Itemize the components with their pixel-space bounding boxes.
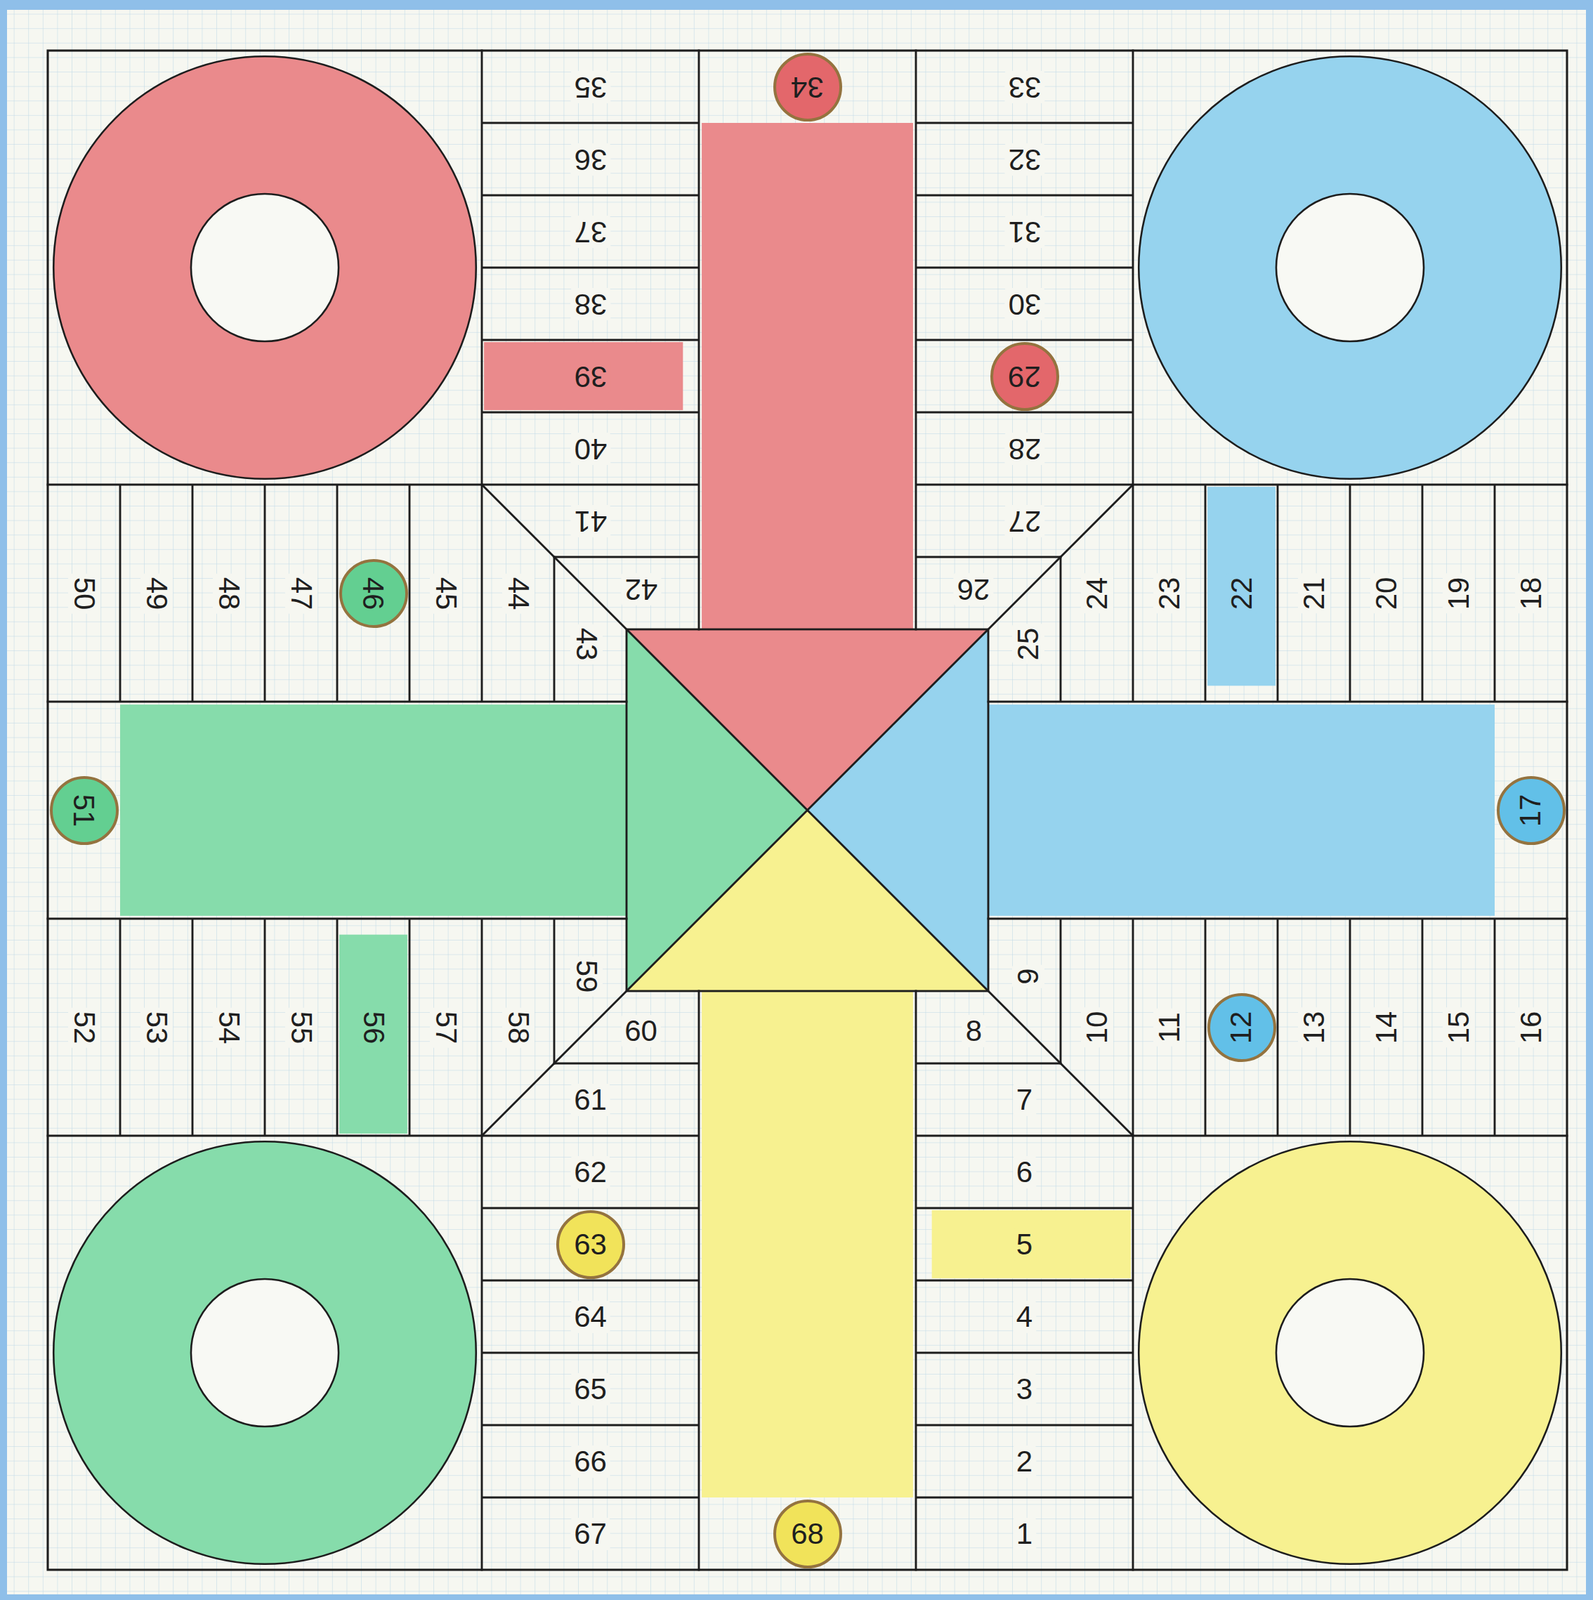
track-number: 43 [570, 623, 603, 664]
track-number: 22 [1225, 573, 1258, 614]
diagonals [481, 484, 1133, 1136]
track-number: 26 [953, 573, 994, 606]
track-number: 16 [1515, 1007, 1548, 1048]
track-number: 28 [1004, 432, 1045, 465]
safe-circle-shape [340, 560, 407, 627]
safe-number: 68 [790, 1519, 824, 1549]
track-number: 3 [1012, 1373, 1037, 1406]
safe-square: 63 [555, 1209, 626, 1280]
track-number: 54 [212, 1007, 246, 1048]
track-number: 21 [1298, 573, 1331, 614]
track-number: 49 [140, 573, 173, 614]
track-number: 39 [570, 360, 611, 393]
track-number: 1 [1012, 1517, 1037, 1551]
safe-circle-shape [1208, 994, 1275, 1061]
safe-square: 17 [1496, 775, 1567, 846]
track-number: 33 [1004, 70, 1045, 104]
safe-circle-shape [774, 54, 841, 121]
track-number: 58 [502, 1007, 535, 1048]
track-number: 62 [570, 1156, 611, 1189]
track-number: 30 [1004, 287, 1045, 321]
track-number: 44 [502, 573, 535, 614]
track-number: 64 [570, 1300, 611, 1334]
track-number: 55 [285, 1007, 318, 1048]
track-number: 15 [1442, 1007, 1475, 1048]
track-number: 61 [570, 1083, 611, 1117]
track-number: 7 [1012, 1083, 1037, 1117]
track-number: 25 [1012, 623, 1045, 664]
safe-circle-shape [991, 343, 1058, 410]
safe-number: 46 [358, 576, 389, 610]
track-number: 47 [285, 573, 318, 614]
track-number: 10 [1080, 1007, 1114, 1048]
track-number: 41 [570, 505, 611, 538]
safe-square: 12 [1206, 992, 1277, 1063]
track-number: 35 [570, 70, 611, 104]
track-number: 57 [429, 1007, 463, 1048]
safe-square: 29 [989, 341, 1060, 412]
graph-paper [7, 9, 1586, 1595]
track-number: 60 [620, 1014, 661, 1048]
safe-square: 51 [49, 775, 120, 846]
track-number: 18 [1515, 573, 1548, 614]
track-number: 31 [1004, 215, 1045, 248]
track-number: 45 [429, 573, 463, 614]
track-number: 59 [570, 956, 603, 997]
track-number: 2 [1012, 1445, 1037, 1478]
track-number: 27 [1004, 505, 1045, 538]
safe-number: 29 [1007, 361, 1041, 392]
board-border [47, 50, 1568, 1570]
track-number: 52 [68, 1007, 101, 1048]
safe-square: 34 [772, 51, 843, 123]
track-number: 50 [68, 573, 101, 614]
safe-number: 12 [1227, 1010, 1257, 1044]
track-number: 67 [570, 1517, 611, 1551]
safe-number: 63 [573, 1229, 607, 1260]
track-number: 20 [1370, 573, 1403, 614]
track-number: 23 [1153, 573, 1186, 614]
track-number: 14 [1370, 1007, 1403, 1048]
green-arm [47, 484, 808, 1565]
track-number: 53 [140, 1007, 173, 1048]
track-number: 24 [1080, 573, 1114, 614]
track-number: 66 [570, 1445, 611, 1478]
track-number: 19 [1442, 573, 1475, 614]
track-number: 6 [1012, 1156, 1037, 1189]
safe-circle-shape [1498, 777, 1565, 844]
track-number: 11 [1153, 1008, 1186, 1047]
track-number: 42 [620, 573, 661, 606]
board [47, 50, 1568, 1570]
track-number: 40 [570, 432, 611, 465]
safe-number: 17 [1516, 793, 1546, 827]
track-number: 38 [570, 287, 611, 321]
safe-number: 51 [69, 793, 100, 827]
safe-circle-shape [51, 777, 118, 844]
safe-square: 68 [772, 1498, 843, 1570]
track-number: 56 [357, 1007, 390, 1048]
track-number: 37 [570, 215, 611, 248]
safe-circle-shape [774, 1500, 841, 1568]
track-number: 9 [1012, 965, 1045, 989]
safe-square: 46 [338, 558, 409, 629]
track-number: 8 [962, 1014, 986, 1048]
track-number: 36 [570, 143, 611, 176]
safe-circle-shape [557, 1211, 624, 1278]
track-number: 13 [1298, 1007, 1331, 1048]
track-number: 65 [570, 1373, 611, 1406]
track-number: 32 [1004, 143, 1045, 176]
track-number: 5 [1012, 1228, 1037, 1261]
safe-number: 34 [790, 72, 824, 102]
track-number: 4 [1012, 1300, 1037, 1334]
track-number: 48 [212, 573, 246, 614]
